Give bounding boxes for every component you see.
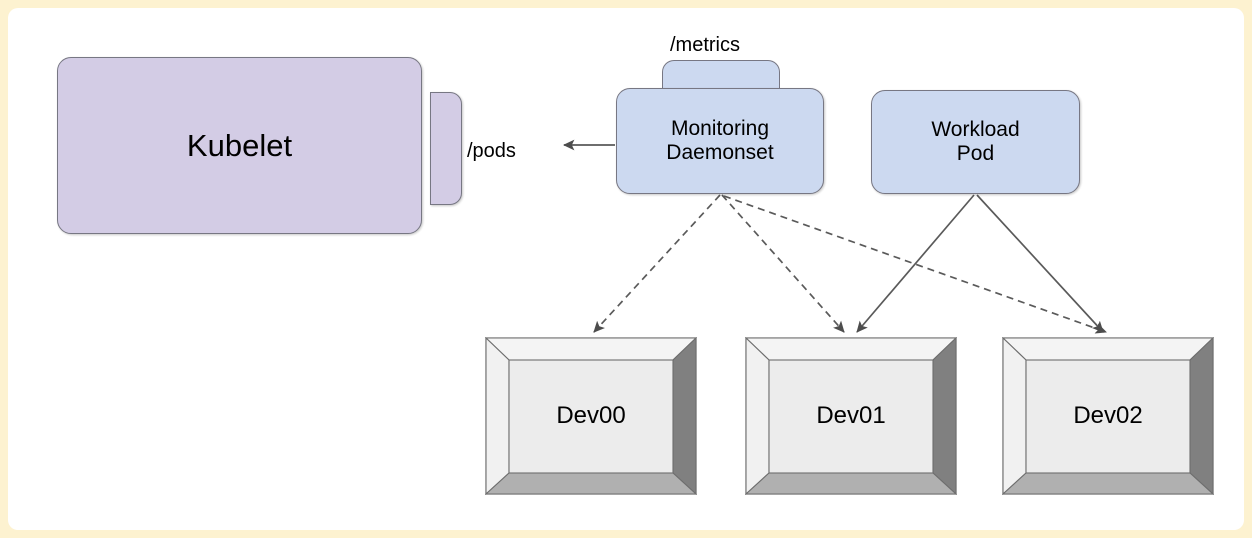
edge-monitoring-to-dev01 <box>721 194 845 333</box>
node-kubelet[interactable]: Kubelet <box>57 57 422 234</box>
metrics-endpoint-label: /metrics <box>670 34 740 56</box>
diagram-canvas: Kubelet /pods /metrics Monitoring Daemon… <box>8 8 1244 530</box>
node-device-dev01[interactable]: Dev01 <box>745 337 957 495</box>
edge-monitoring-to-dev00 <box>593 194 721 333</box>
edge-workload-to-dev02 <box>976 194 1104 333</box>
node-monitoring-daemonset[interactable]: Monitoring Daemonset <box>616 88 824 194</box>
kubelet-label: Kubelet <box>186 127 293 163</box>
monitoring-label-line1: Monitoring <box>670 117 770 141</box>
node-device-dev00[interactable]: Dev00 <box>485 337 697 495</box>
device-3d-shape <box>745 337 957 495</box>
node-device-dev02[interactable]: Dev02 <box>1002 337 1214 495</box>
device-3d-shape <box>1002 337 1214 495</box>
node-workload-pod[interactable]: Workload Pod <box>871 90 1080 194</box>
edge-workload-to-dev01 <box>856 194 975 333</box>
monitoring-label-line2: Daemonset <box>666 141 774 164</box>
workload-label-line2: Pod <box>956 142 995 165</box>
device-3d-shape <box>485 337 697 495</box>
pods-endpoint-label: /pods <box>467 140 516 162</box>
kubelet-pods-port-tab[interactable] <box>430 92 462 205</box>
workload-label-line1: Workload <box>931 118 1020 142</box>
edge-monitoring-to-dev02 <box>723 195 1107 334</box>
